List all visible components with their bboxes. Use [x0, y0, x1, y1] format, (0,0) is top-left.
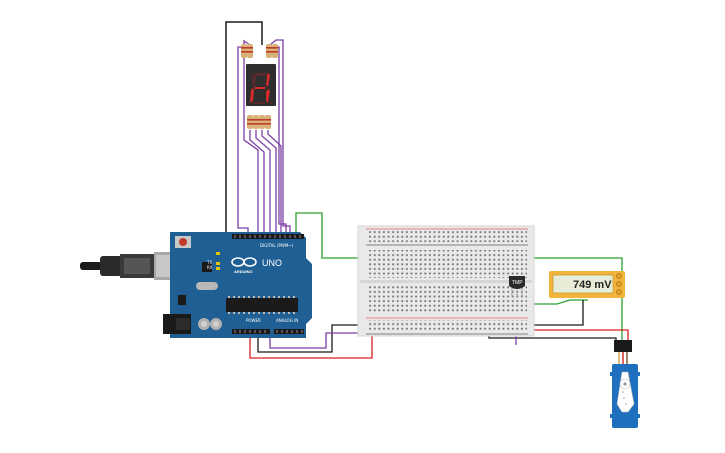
tx-label: TX [206, 260, 212, 265]
atmega-pins [228, 296, 295, 314]
led-tx [216, 262, 220, 265]
multimeter[interactable]: 749 mV [549, 271, 625, 298]
multimeter-dial[interactable] [616, 273, 622, 279]
display-segments [250, 73, 273, 105]
servo-horn[interactable] [616, 371, 635, 413]
power-label: POWER [246, 318, 261, 323]
breadboard[interactable] [357, 225, 535, 337]
resistor-array-top[interactable] [241, 44, 278, 58]
segment-c [266, 89, 270, 103]
rail-top-holes[interactable] [367, 231, 527, 242]
wire-purple-seg-dp[interactable] [267, 130, 282, 234]
regulator [178, 295, 186, 305]
servo-connector[interactable] [614, 340, 632, 352]
analog-label: ANALOG IN [276, 318, 298, 323]
analog-header[interactable] [274, 329, 304, 334]
wire-purple-seg-f[interactable] [255, 130, 271, 234]
wire-purple-seg-c[interactable] [269, 39, 291, 234]
temperature-sensor[interactable]: TMP [509, 276, 525, 297]
terminal-bottom-holes[interactable] [367, 286, 527, 314]
digital-header[interactable] [232, 234, 304, 239]
wire-purple-seg-g[interactable] [261, 130, 277, 234]
rx-label: RX [207, 265, 213, 270]
segment-f [252, 74, 256, 88]
servo-motor[interactable] [610, 340, 640, 428]
atmega-chip [226, 298, 298, 312]
digital-label: DIGITAL (PWM~) [260, 243, 294, 248]
sensor-label: TMP [512, 280, 523, 286]
board-brand-label: ARDUINO [234, 269, 253, 274]
arduino-uno-board[interactable]: UNO ARDUINO DIGITAL (PWM~) TX RX [80, 232, 312, 338]
terminal-top-holes[interactable] [367, 250, 527, 278]
wire-red-5v[interactable] [249, 323, 373, 359]
led-rx [216, 267, 220, 270]
bottom-header-pins [234, 330, 303, 333]
wire-black-display-common[interactable] [225, 21, 263, 233]
board-model-label: UNO [262, 258, 282, 268]
resistor-array-bottom[interactable] [247, 115, 271, 129]
segment-b [266, 73, 270, 87]
segment-a [254, 73, 268, 76]
segment-d [252, 102, 266, 104]
crystal-oscillator [196, 282, 218, 290]
rail-bottom-holes[interactable] [367, 320, 527, 331]
led-l [216, 252, 220, 255]
digital-header-pins [234, 235, 301, 238]
multimeter-screen [552, 274, 614, 294]
breadboard-channel [360, 280, 532, 283]
multimeter-reading: 749 mV [573, 279, 612, 291]
segment-dp [269, 101, 273, 105]
segment-g [254, 87, 266, 89]
wire-purple-seg-e[interactable] [249, 130, 265, 234]
seven-segment-display[interactable] [241, 44, 278, 129]
segment-e [250, 88, 254, 103]
arduino-logo [231, 257, 257, 267]
wire-purple-seg-a[interactable] [237, 46, 249, 234]
wire-purple-seg-b[interactable] [243, 39, 259, 234]
usb-chip [202, 262, 212, 272]
